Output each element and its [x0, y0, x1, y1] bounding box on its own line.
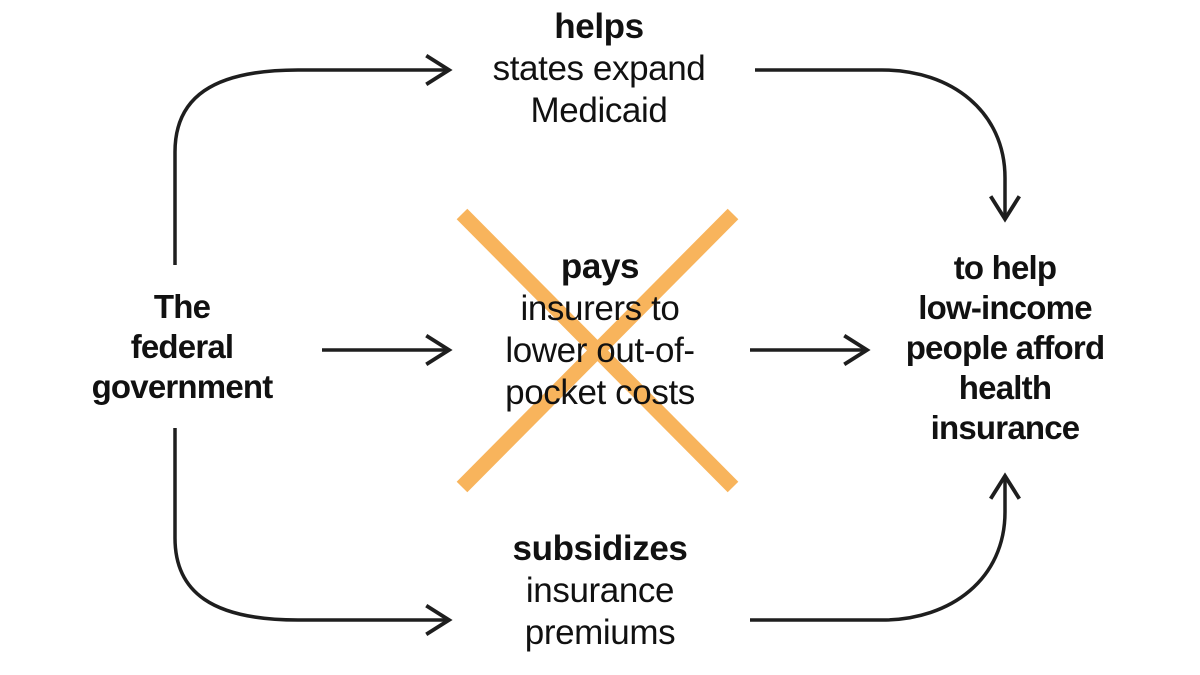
node-premiums-verb: subsidizes [512, 529, 688, 568]
node-premiums-branch: subsidizes insurance premiums [513, 528, 688, 654]
node-medicaid-detail-2: Medicaid [530, 91, 668, 130]
node-outcome-line-4: health [958, 369, 1052, 406]
node-cost-sharing-detail-1: insurers to [520, 289, 680, 328]
arrow-government-to-medicaid [173, 54, 453, 265]
node-cost-sharing-verb: pays [560, 247, 640, 286]
node-outcome-line-3: people afford [905, 329, 1105, 366]
node-federal-government-line-2: federal [130, 328, 234, 365]
cross-out-mark [456, 208, 739, 493]
node-outcome-line-1: to help [953, 249, 1057, 286]
node-outcome-line-5: insurance [930, 409, 1081, 446]
arrow-government-to-premiums [173, 428, 453, 636]
node-premiums-detail-1: insurance [525, 571, 675, 610]
node-outcome: to help low-income people afford health … [906, 248, 1105, 448]
node-cost-sharing-branch: pays insurers to lower out-of- pocket co… [505, 246, 695, 414]
node-cost-sharing-detail-2: lower out-of- [505, 331, 695, 370]
node-outcome-line-2: low-income [918, 289, 1092, 326]
node-federal-government: The federal government [91, 287, 274, 407]
arrow-premiums-to-outcome [750, 472, 1021, 622]
node-federal-government-line-3: government [91, 368, 274, 405]
node-medicaid-verb: helps [554, 7, 644, 46]
cross-out-stroke-2 [456, 208, 739, 493]
node-federal-government-line-1: The [153, 288, 211, 325]
node-cost-sharing-detail-3: pocket costs [505, 373, 695, 412]
node-medicaid-detail-1: states expand [492, 49, 706, 88]
node-medicaid-branch: helps states expand Medicaid [493, 6, 706, 132]
node-premiums-detail-2: premiums [524, 613, 676, 652]
arrow-medicaid-to-outcome [755, 68, 1021, 223]
